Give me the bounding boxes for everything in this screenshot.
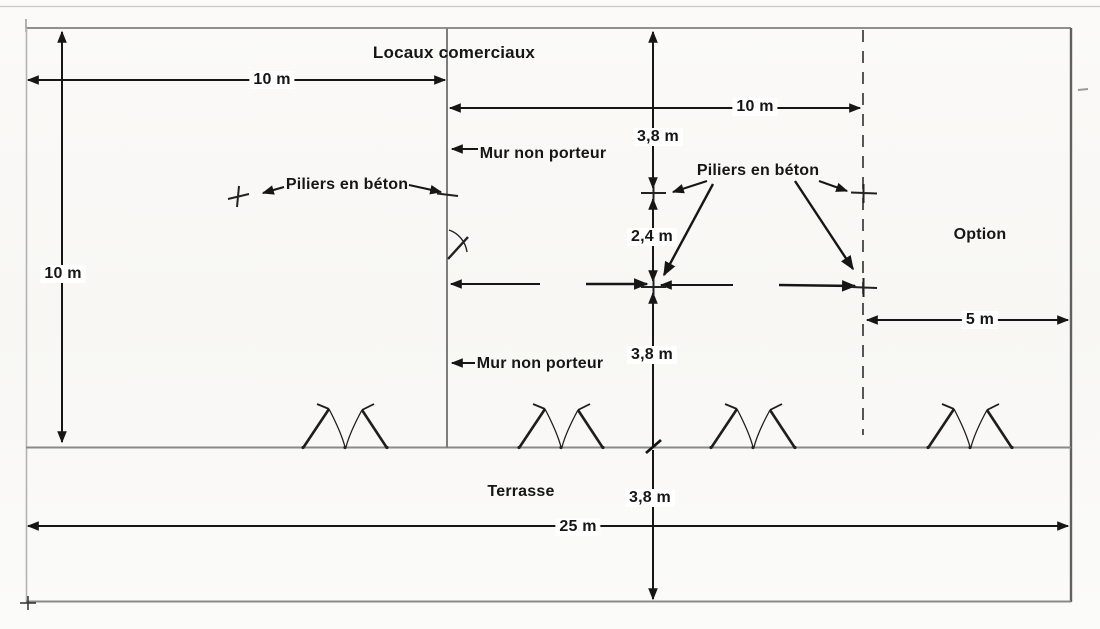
leader-piliers-droite-d [793,180,855,271]
leader-piliers-droite-a [671,180,708,194]
dim-label-3-8m-milieu: 3,8 m [627,346,677,364]
leader-piliers-gauche-b [408,184,443,195]
label-option: Option [953,226,1007,243]
stray-mark [1077,88,1089,91]
label-locaux-comerciaux: Locaux comerciaux [372,43,536,62]
door-arc-symbol [447,229,469,260]
pillar-cross-right-top [850,184,878,203]
leader-arrows [261,144,855,368]
dim-label-3-8m-terrasse: 3,8 m [625,489,675,507]
label-piliers-en-beton-gauche: Piliers en béton [285,176,409,193]
dim-label-10m-gauche-vertical: 10 m [40,265,86,283]
pillar-cross-left-room [227,185,250,208]
dim-label-10m-gauche-horizontal: 10 m [249,71,295,89]
leader-piliers-droite-b [662,183,715,277]
double-door-symbol-1 [301,403,389,450]
label-piliers-en-beton-droite: Piliers en béton [696,162,820,179]
dim-label-25m: 25 m [555,518,601,536]
bottom-left-corner-cross [20,596,36,610]
dim-pillar-to-pillar-right-segment [778,280,857,292]
scan-artifacts [0,5,1100,91]
door-leaf [447,236,469,260]
pillar-cross-center-top [641,185,666,201]
double-door-symbol-4 [926,403,1014,450]
dim-label-10m-droite: 10 m [732,98,778,116]
double-doors [301,403,1014,450]
leader-piliers-droite-c [818,180,849,192]
dim-label-5m: 5 m [961,311,999,329]
double-door-symbol-3 [709,403,797,450]
leader-piliers-gauche-a [261,185,285,195]
dim-hash-mark [645,438,662,455]
pillar-cross-center-bottom [641,279,666,296]
dim-label-2-4m: 2,4 m [627,228,677,246]
dimension-lines [26,30,1070,601]
label-mur-non-porteur-bas: Mur non porteur [476,355,604,372]
label-mur-non-porteur-haut: Mur non porteur [479,145,607,162]
pillar-marks [227,184,878,297]
dim-label-3-8m-haut: 3,8 m [633,128,683,146]
pillar-cross-right-bottom [850,278,878,297]
pillar-cross-on-wall [436,192,459,197]
label-terrasse: Terrasse [487,483,555,500]
building-walls [20,27,1073,610]
door-arc [448,229,468,253]
double-door-symbol-2 [517,403,605,450]
